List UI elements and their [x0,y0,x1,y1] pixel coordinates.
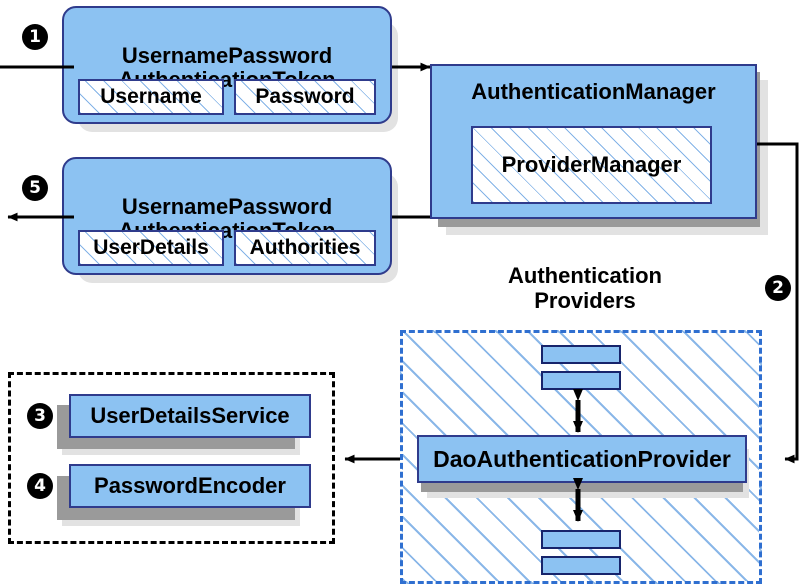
provider-manager-box[interactable]: ProviderManager [471,126,712,204]
badge-step-2: 2 [765,275,791,301]
password-encoder-box[interactable]: PasswordEncoder [69,464,311,508]
provider-stub-lower-2[interactable] [541,556,621,575]
password-encoder-label: PasswordEncoder [94,473,286,499]
badge-step-1: 1 [22,24,48,50]
provider-stub-upper-2[interactable] [541,371,621,390]
authentication-manager-title: AuthenticationManager [471,79,716,104]
request-token-field-username[interactable]: Username [78,79,224,115]
badge-step-5: 5 [22,175,48,201]
provider-stub-upper-1[interactable] [541,345,621,364]
provider-stub-lower-1[interactable] [541,530,621,549]
response-token-field-userdetails[interactable]: UserDetails [78,230,224,266]
user-details-service-label: UserDetailsService [90,403,290,429]
response-token-field-authorities[interactable]: Authorities [234,230,376,266]
badge-step-3: 3 [27,403,53,429]
request-token-field-password[interactable]: Password [234,79,376,115]
collaborators-region [8,372,335,544]
password-label: Password [255,85,355,108]
authorities-label: Authorities [249,236,361,259]
username-label: Username [100,85,202,108]
provider-manager-label: ProviderManager [501,152,682,177]
authentication-providers-heading: Authentication Providers [508,263,662,313]
user-details-service-box[interactable]: UserDetailsService [69,394,311,438]
badge-step-4: 4 [27,473,53,499]
dao-authentication-provider-box[interactable]: DaoAuthenticationProvider [417,435,747,483]
dao-provider-label: DaoAuthenticationProvider [433,445,731,472]
userdetails-label: UserDetails [93,236,209,259]
